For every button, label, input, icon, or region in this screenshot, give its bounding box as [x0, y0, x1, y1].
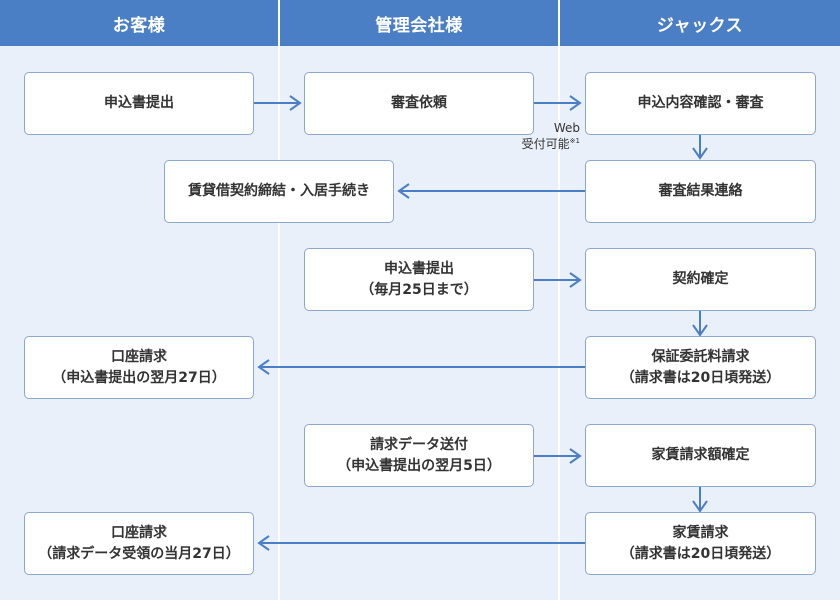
step-label: 申込内容確認・審査: [637, 95, 764, 111]
lane-divider: [278, 0, 280, 600]
step-sublabel: （申込書提出の翌月27日）: [52, 369, 226, 386]
step-sublabel: （請求書は20日頃発送）: [620, 369, 781, 386]
step-guarantee-fee-billing: 保証委託料請求 （請求書は20日頃発送）: [585, 336, 816, 399]
lane-header-customer: お客様: [0, 0, 278, 46]
arrow-contract-to-fee: [692, 311, 708, 337]
step-label: 口座請求: [111, 524, 167, 541]
arrow-amount-to-rent: [692, 487, 708, 513]
arrow-fee-to-account1: [257, 359, 585, 375]
step-rent-billing: 家賃請求 （請求書は20日頃発送）: [585, 512, 816, 575]
step-contract-confirmed: 契約確定: [585, 248, 816, 311]
step-customer-application: 申込書提出: [24, 72, 254, 135]
step-label: 申込書提出: [104, 95, 174, 111]
arrow-data-to-amount: [534, 448, 582, 464]
arrow-result-to-lease: [397, 183, 585, 199]
arrow-application-to-request: [254, 95, 302, 111]
step-sublabel: （請求データ受領の当月27日）: [38, 545, 240, 562]
step-rent-amount-confirmed: 家賃請求額確定: [585, 424, 816, 487]
step-account-billing-1: 口座請求 （申込書提出の翌月27日）: [24, 336, 254, 399]
step-label: 家賃請求: [672, 524, 729, 541]
step-label: 審査結果連絡: [658, 183, 743, 199]
web-note: Web 受付可能※1: [500, 120, 580, 152]
step-sublabel: （請求書は20日頃発送）: [620, 545, 781, 562]
step-submit-monthly: 申込書提出 （毎月25日まで）: [304, 248, 534, 311]
arrow-check-to-result: [692, 135, 708, 160]
step-sublabel: （毎月25日まで）: [360, 281, 478, 298]
step-label: 保証委託料請求: [651, 348, 750, 365]
step-check-screening: 申込内容確認・審査: [585, 72, 816, 135]
step-account-billing-2: 口座請求 （請求データ受領の当月27日）: [24, 512, 254, 575]
step-lease-contract: 賃貸借契約締結・入居手続き: [164, 160, 394, 223]
step-label: 請求データ送付: [370, 436, 468, 453]
step-label: 審査依頼: [391, 95, 447, 111]
step-label: 契約確定: [672, 271, 729, 287]
step-label: 賃貸借契約締結・入居手続き: [188, 183, 370, 199]
step-label: 申込書提出: [384, 260, 454, 277]
lane-header-management: 管理会社様: [280, 0, 558, 46]
web-note-line2: 受付可能※1: [521, 137, 580, 151]
arrow-rent-to-account2: [257, 535, 585, 551]
lane-divider: [558, 0, 560, 600]
web-note-line1: Web: [553, 121, 580, 135]
arrow-request-to-check: [534, 95, 582, 111]
step-label: 口座請求: [111, 348, 167, 365]
step-billing-data-send: 請求データ送付 （申込書提出の翌月5日）: [304, 424, 534, 487]
step-label: 家賃請求額確定: [651, 447, 750, 463]
step-screening-result: 審査結果連絡: [585, 160, 816, 223]
footnote-mark: ※1: [569, 137, 580, 145]
arrow-monthly-to-contract: [534, 272, 582, 288]
step-request-screening: 審査依頼: [304, 72, 534, 135]
step-sublabel: （申込書提出の翌月5日）: [337, 457, 501, 474]
lane-header-jaccs: ジャックス: [560, 0, 840, 46]
